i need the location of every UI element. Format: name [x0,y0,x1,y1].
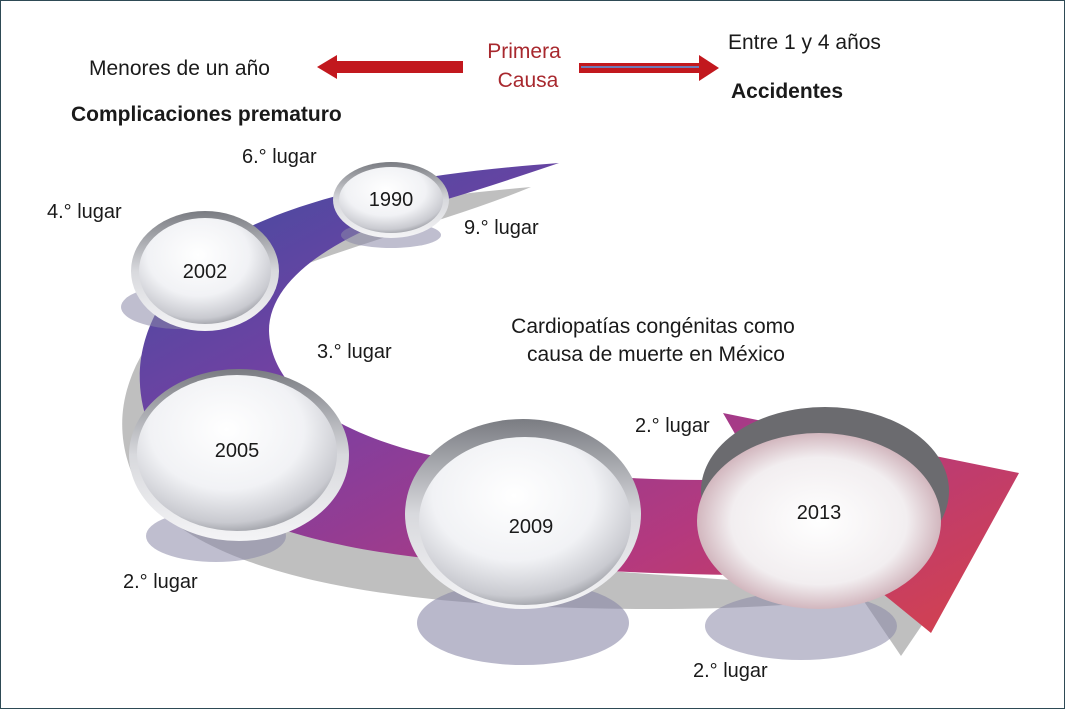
milestone-2009: 2009 [405,419,641,609]
diagram-title-line2: causa de muerte en México [527,343,785,366]
milestone-1990: 1990 [333,162,449,238]
rank-1990-outer: 9.° lugar [464,217,539,239]
first-cause-label-line1: Primera [487,40,561,63]
shadow-2009 [417,581,629,665]
year-2005: 2005 [215,440,260,462]
milestone-2013: 2013 [697,407,949,609]
year-2002: 2002 [183,261,228,283]
rank-1990-inner: 6.° lugar [242,146,317,168]
rank-2002-outer: 3.° lugar [317,341,392,363]
year-1990: 1990 [369,189,414,211]
diagram-title-line1: Cardiopatías congénitas como [511,315,795,338]
left-arrow [317,55,463,79]
milestone-2005: 2005 [129,369,349,541]
infant-cause-label: Complicaciones prematuro [71,103,342,126]
year-2009: 2009 [509,516,554,538]
age-group-infant-label: Menores de un año [89,57,270,80]
milestone-2002: 2002 [131,211,279,331]
year-2013: 2013 [797,502,842,524]
rank-2002-inner: 4.° lugar [47,201,122,223]
first-cause-label-line2: Causa [498,69,559,92]
shadow-2013 [705,592,897,660]
age-group-child-label: Entre 1 y 4 años [728,31,881,54]
rank-2013-inner: 2.° lugar [635,415,710,437]
rank-2013-outer: 2.° lugar [693,660,768,682]
child-cause-label: Accidentes [731,80,843,103]
right-arrow [579,55,719,81]
rank-2005: 2.° lugar [123,571,198,593]
